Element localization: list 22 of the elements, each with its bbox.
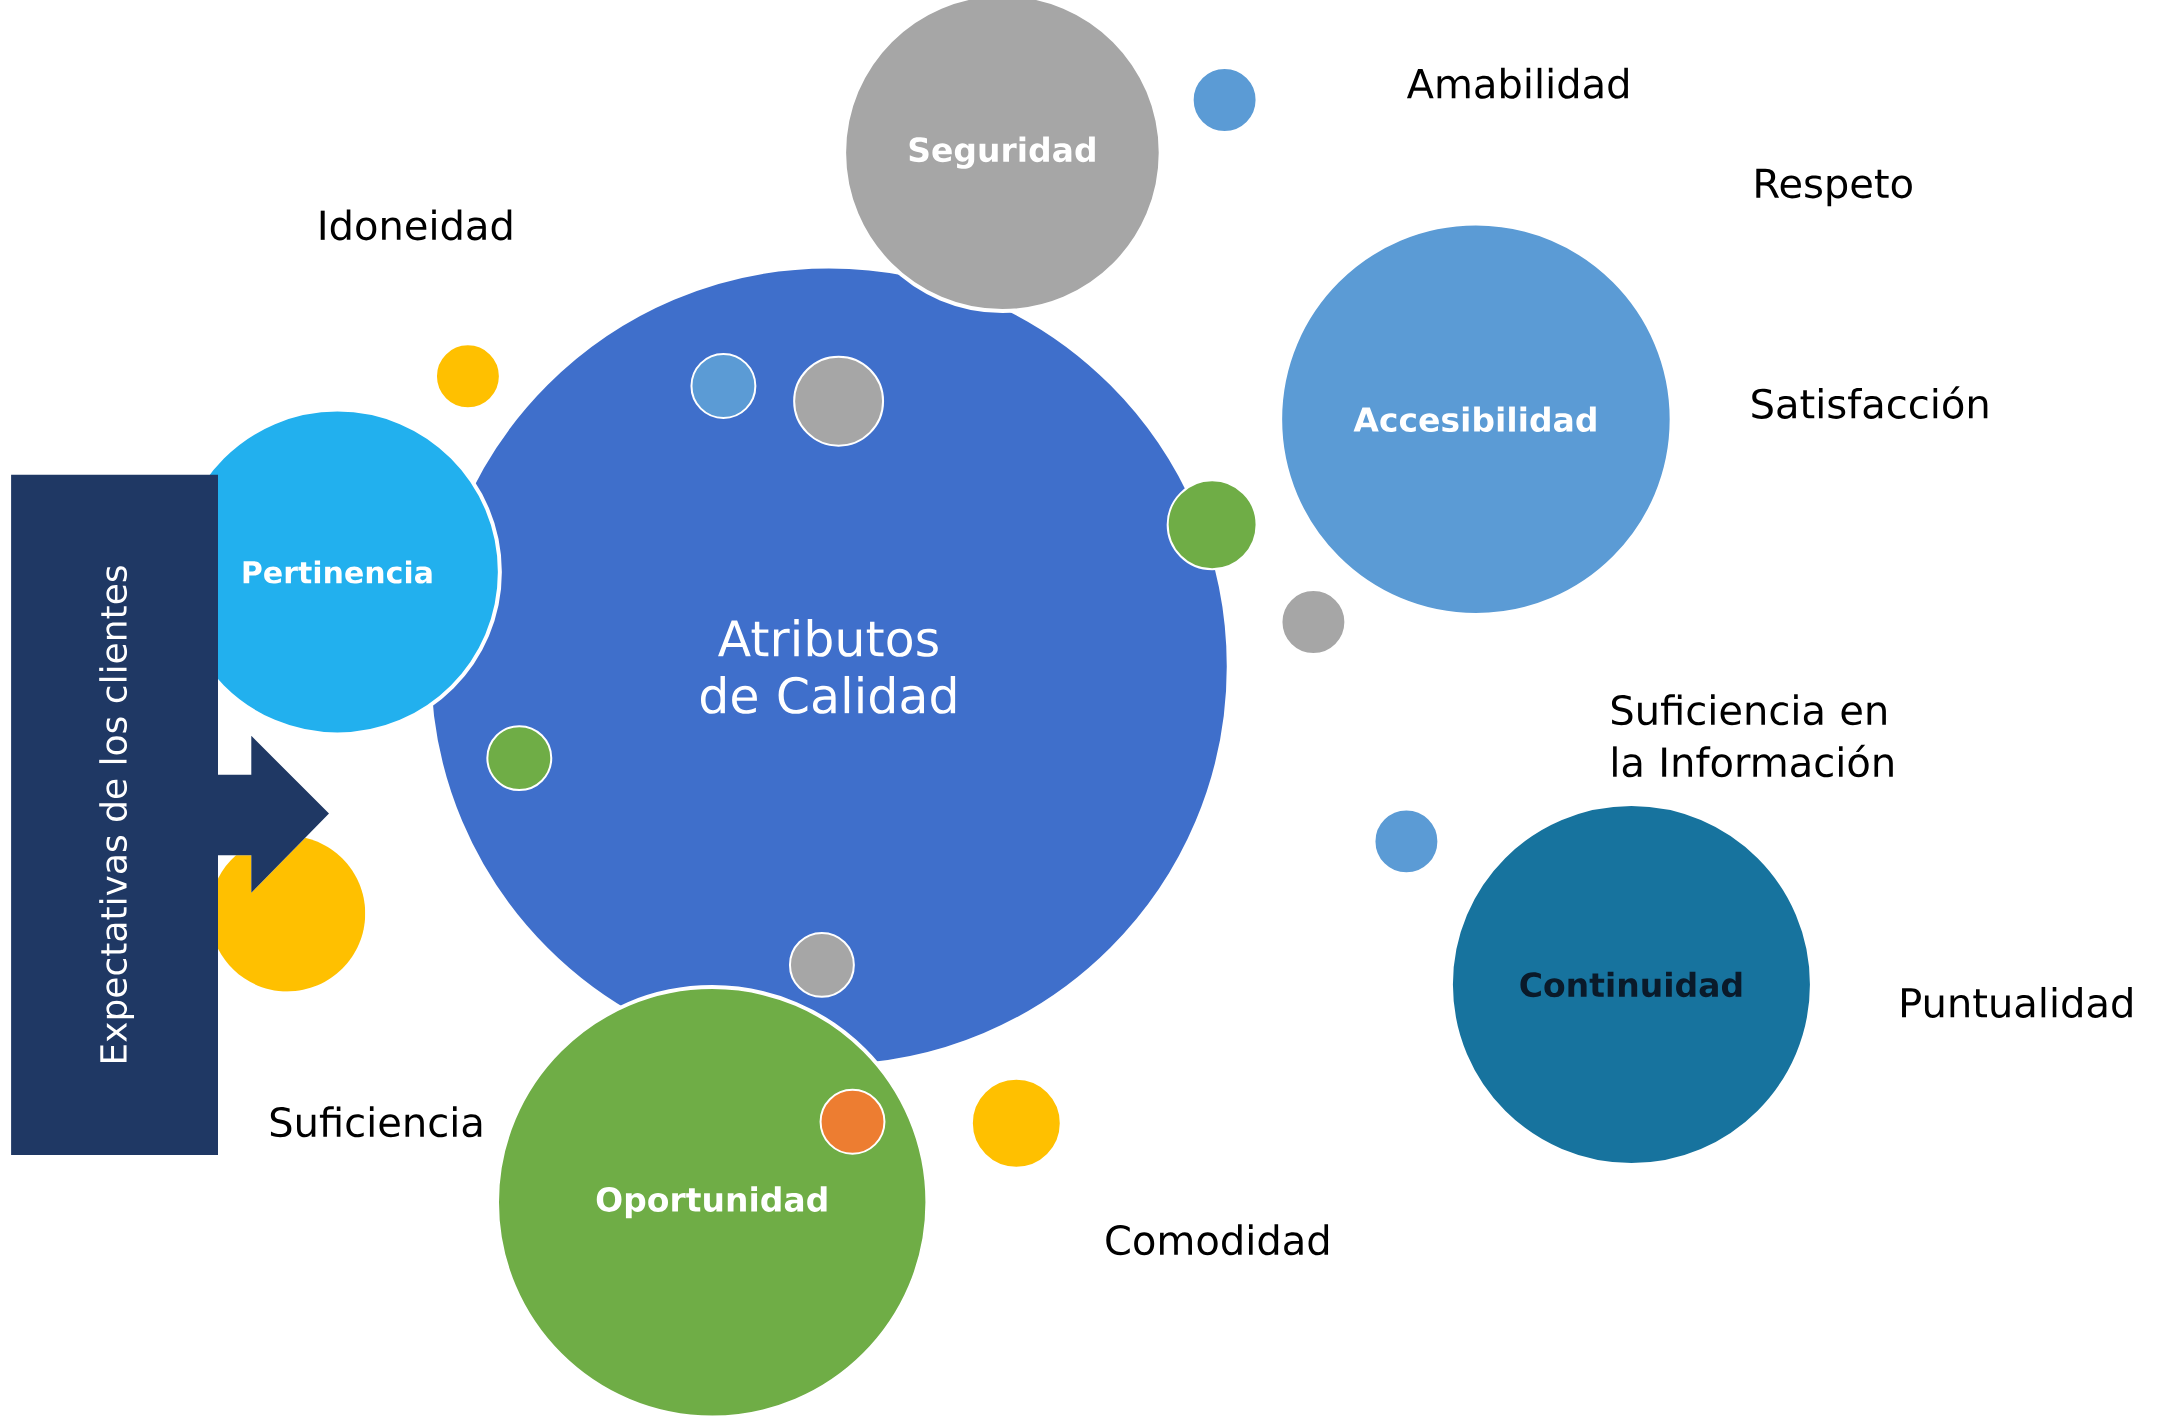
label-text: Satisfacción xyxy=(1752,386,1988,419)
bubble: Continuidad xyxy=(1448,801,1814,1167)
ball xyxy=(690,353,757,419)
ball xyxy=(1166,479,1258,571)
ball xyxy=(434,343,501,410)
ball xyxy=(486,725,553,792)
ball xyxy=(970,1077,1062,1169)
ball xyxy=(1373,808,1440,875)
bubble: Pertinencia xyxy=(172,407,502,737)
label-text: Idoneidad xyxy=(320,209,512,241)
label-text: Suficiencia en la Información xyxy=(1611,694,1893,778)
label-text: Amabilidad xyxy=(1406,67,1628,99)
label-text: Comodidad xyxy=(1106,1224,1329,1256)
label-text: Respeto xyxy=(1756,168,1912,207)
ball xyxy=(1191,67,1258,133)
ball xyxy=(819,1088,886,1155)
ball xyxy=(788,931,855,998)
bubble: Oportunidad xyxy=(495,985,930,1420)
label-text: Puntualidad xyxy=(1902,986,2132,1018)
ball xyxy=(793,355,885,447)
bubble: Accesibilidad xyxy=(1278,221,1674,618)
ball xyxy=(1280,589,1347,655)
